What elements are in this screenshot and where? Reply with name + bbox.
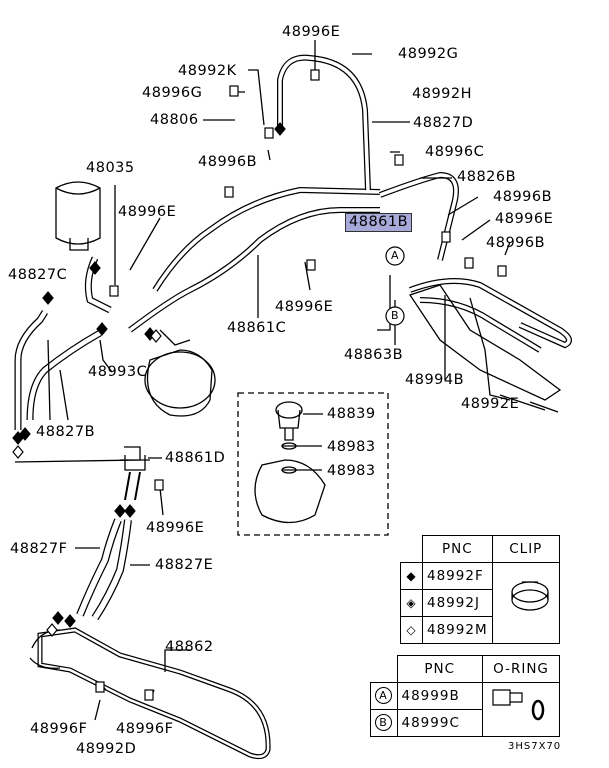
steering-gear (408, 284, 562, 401)
tube-48862 (37, 627, 271, 760)
diagram-code: 3HS7X70 (508, 741, 562, 752)
label-48992h: 48992H (412, 86, 473, 102)
label-48863b: 48863B (344, 347, 404, 363)
label-48861c: 48861C (227, 320, 287, 336)
callout-a: A (391, 249, 400, 262)
label-48826b: 48826B (457, 169, 517, 185)
label-48996f-left: 48996F (30, 721, 88, 737)
clip-row-pnc: 48992J (422, 588, 493, 617)
label-48806: 48806 (150, 112, 199, 128)
label-48993c: 48993C (88, 364, 148, 380)
clip-row-pnc: 48992F (422, 561, 493, 590)
reservoir-tank (55, 181, 101, 245)
callout-b: B (391, 309, 400, 322)
label-48996g: 48996G (142, 85, 203, 101)
label-48996b-right2: 48996B (486, 235, 546, 251)
label-48992d: 48992D (76, 741, 137, 757)
clip-header-pnc: PNC (422, 535, 493, 563)
label-48992e: 48992E (461, 396, 520, 412)
label-48861d: 48861D (165, 450, 226, 466)
callout-a-circle (385, 246, 405, 266)
power-steering-pump (146, 349, 213, 417)
label-48983-1: 48983 (327, 439, 376, 455)
label-48983-2: 48983 (327, 463, 376, 479)
label-48827b: 48827B (36, 424, 96, 440)
clip-header-clip: CLIP (491, 535, 561, 563)
label-48862: 48862 (165, 639, 214, 655)
oring-header-pnc: PNC (396, 655, 483, 683)
clip-symbol-open: ◇ (406, 622, 417, 637)
label-48996e-center: 48996E (275, 299, 334, 315)
callout-b-circle (385, 306, 405, 326)
clip-row-pnc: 48992M (422, 615, 493, 644)
oring-legend-table: PNC O-RING A 48999B B 48999C (370, 655, 560, 737)
label-48839: 48839 (327, 406, 376, 422)
label-48035: 48035 (86, 160, 135, 176)
label-48996e-lower: 48996E (146, 520, 205, 536)
inset-box (237, 392, 389, 536)
label-48996e-right: 48996E (495, 211, 554, 227)
oring-row-pnc: 48999C (396, 708, 483, 737)
label-48992g: 48992G (398, 46, 459, 62)
label-48996f-right: 48996F (116, 721, 174, 737)
label-48992k: 48992K (178, 63, 237, 79)
clip-symbol-filled: ◆ (406, 568, 417, 583)
label-48996b-right: 48996B (493, 189, 553, 205)
label-48994b: 48994B (405, 372, 465, 388)
oring-row-pnc: 48999B (396, 681, 483, 710)
label-48861b-highlighted[interactable]: 48861B (345, 213, 413, 232)
label-48827d: 48827D (413, 115, 474, 131)
label-48996b-mid: 48996B (198, 154, 258, 170)
label-48996e-top: 48996E (282, 24, 341, 40)
label-48996c: 48996C (425, 144, 485, 160)
clip-legend-table: PNC CLIP ◆ 48992F ◈ 48992J ◇ 48992M (400, 535, 561, 644)
label-48827e: 48827E (155, 557, 214, 573)
label-48827c: 48827C (8, 267, 68, 283)
oring-symbol-b: B (375, 714, 392, 731)
oring-symbol-a: A (375, 687, 392, 704)
label-48996e-left: 48996E (118, 204, 177, 220)
clip-symbol-half: ◈ (406, 595, 417, 610)
oring-header-oring: O-RING (482, 655, 560, 683)
label-48827f: 48827F (10, 541, 68, 557)
